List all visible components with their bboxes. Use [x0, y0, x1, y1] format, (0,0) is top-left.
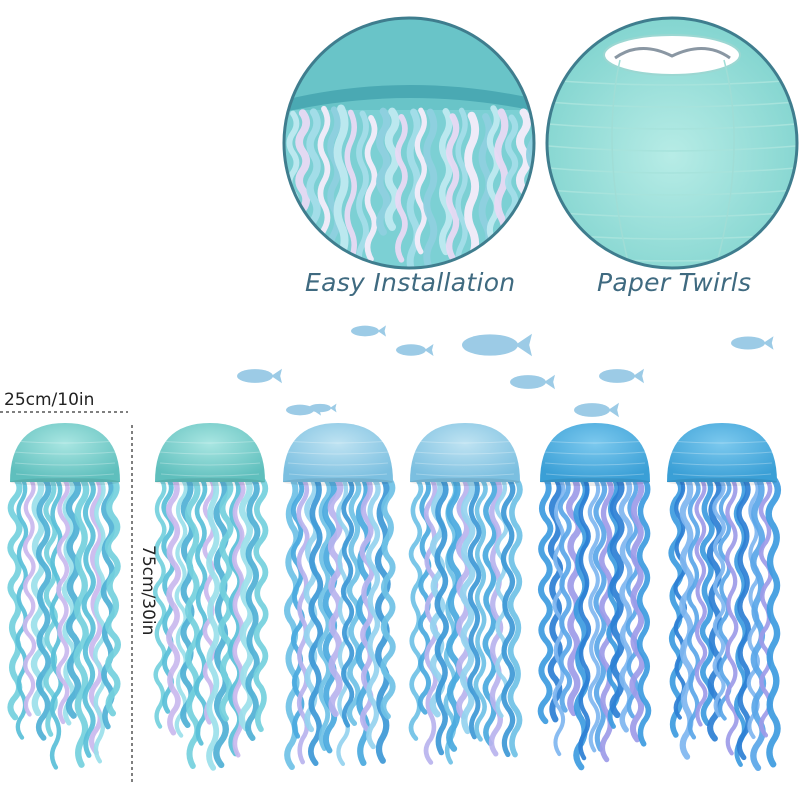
jellyfish-lantern — [537, 423, 652, 771]
jellyfish-lantern — [153, 423, 269, 771]
jellyfish-lantern — [283, 423, 396, 771]
fish-decorations — [237, 325, 774, 418]
jellyfish-lanterns — [7, 423, 781, 772]
fish-icon — [396, 344, 434, 356]
height-dimension-label: 75cm/30in — [138, 545, 158, 636]
paper-detail-circle — [545, 16, 799, 270]
fish-icon — [599, 368, 644, 384]
fish-icon — [309, 403, 337, 413]
caption-paper-twirls: Paper Twirls — [597, 268, 752, 297]
jellyfish-lantern — [408, 423, 523, 765]
fish-icon — [237, 368, 282, 384]
fish-icon — [574, 402, 619, 418]
fish-icon — [731, 336, 774, 350]
width-dimension-label: 25cm/10in — [4, 390, 95, 410]
jellyfish-lantern — [667, 423, 781, 772]
fish-icon — [351, 325, 386, 337]
caption-easy-installation: Easy Installation — [305, 268, 516, 297]
dimension-lines — [0, 411, 133, 785]
fish-icon — [462, 333, 532, 357]
fish-icon — [510, 374, 555, 390]
jellyfish-lantern — [7, 423, 122, 770]
wire-frame-icon — [614, 46, 731, 60]
ribbon-detail-circle — [282, 16, 536, 270]
